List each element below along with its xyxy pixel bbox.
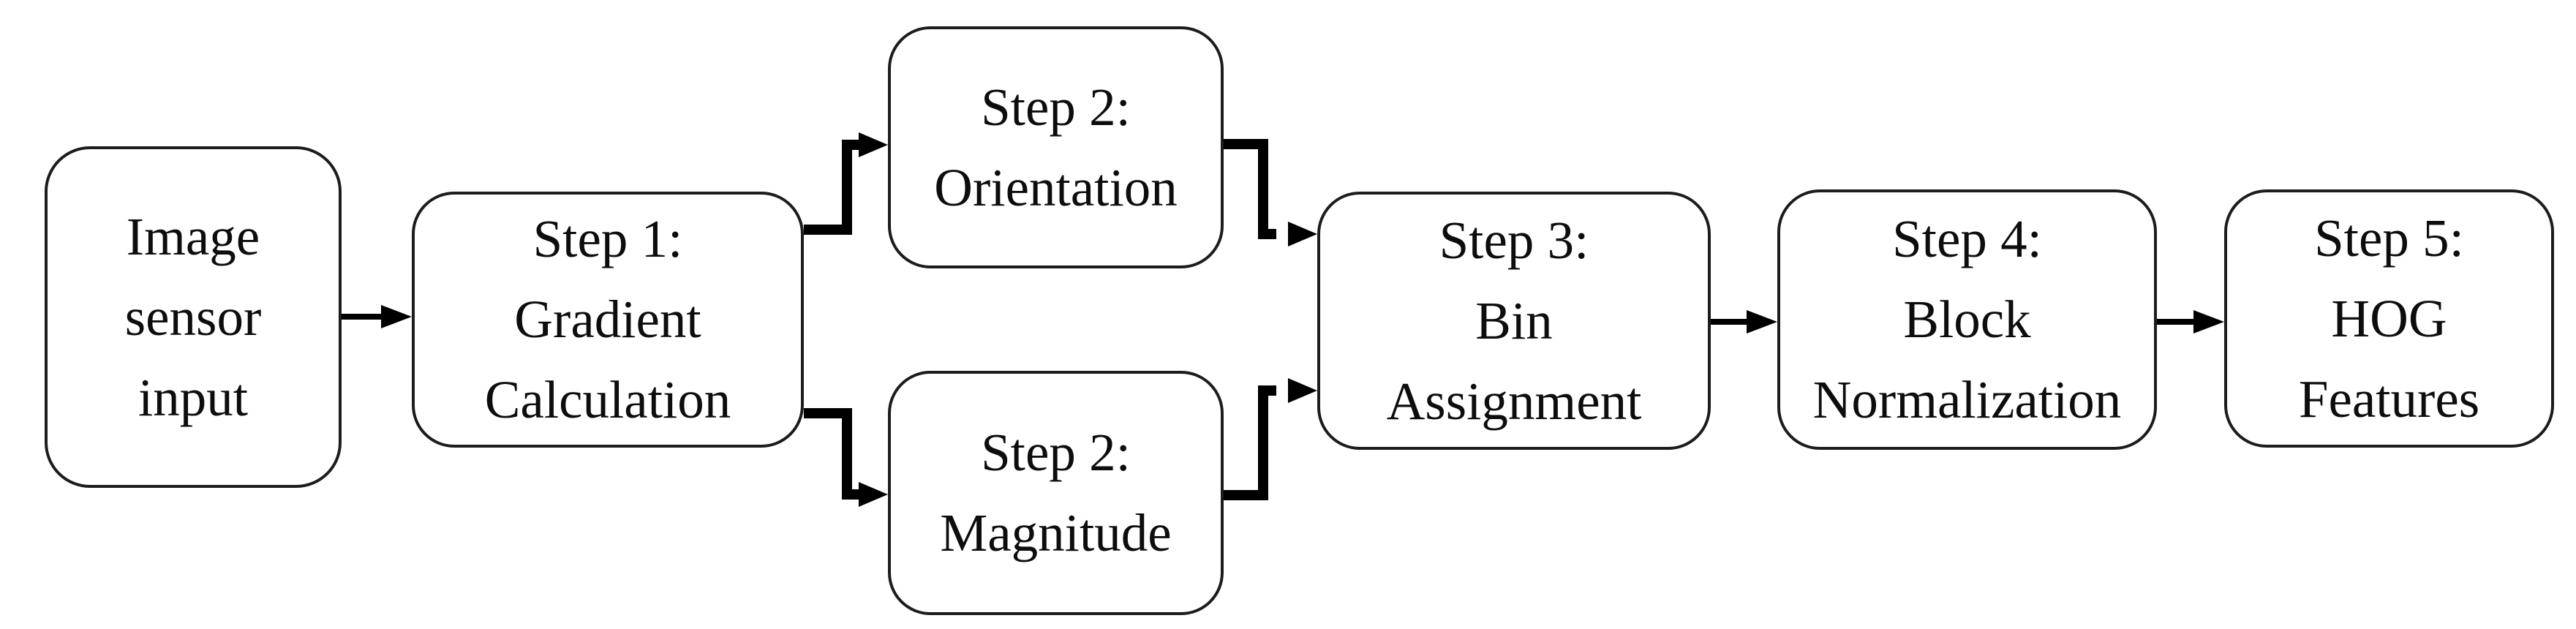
edge-step1-orientation xyxy=(804,132,888,235)
node-line: Orientation xyxy=(934,157,1178,217)
node-line: HOG xyxy=(2331,288,2447,348)
node-line: Step 3: xyxy=(1439,210,1589,270)
node-line: Block xyxy=(1903,290,2031,349)
node-line: Features xyxy=(2298,369,2480,429)
node-line: Step 4: xyxy=(1892,209,2042,268)
edge-orientation-step3 xyxy=(1224,139,1317,246)
edge-step4-step5 xyxy=(2157,310,2224,334)
node-line: Normalization xyxy=(1812,370,2122,429)
edge-step3-step4 xyxy=(1711,310,1777,334)
edge-magnitude-step3 xyxy=(1224,378,1317,500)
node-line: Step 2: xyxy=(981,77,1131,137)
node-line: Magnitude xyxy=(940,503,1172,562)
node-line: Step 1: xyxy=(532,209,683,268)
node-step2-orientation: Step 2: Orientation xyxy=(888,26,1224,268)
node-line: Assignment xyxy=(1386,371,1642,431)
node-step2-magnitude: Step 2: Magnitude xyxy=(888,371,1224,615)
node-image-sensor-input: Image sensor input xyxy=(45,146,342,488)
node-line: Calculation xyxy=(484,370,731,429)
edge-input-step1 xyxy=(342,305,412,328)
node-step5-hog-features: Step 5: HOG Features xyxy=(2224,189,2554,448)
node-line: Step 5: xyxy=(2314,208,2464,268)
edge-step1-magnitude xyxy=(804,408,888,507)
node-line: Gradient xyxy=(514,290,701,349)
node-line: input xyxy=(138,367,249,427)
node-line: Step 2: xyxy=(981,423,1131,482)
node-line: sensor xyxy=(124,287,262,347)
node-step4-block-normalization: Step 4: Block Normalization xyxy=(1777,189,2157,450)
node-line: Image xyxy=(126,206,260,266)
node-step1-gradient-calculation: Step 1: Gradient Calculation xyxy=(412,192,804,448)
node-line: Bin xyxy=(1475,290,1553,350)
node-step3-bin-assignment: Step 3: Bin Assignment xyxy=(1317,192,1711,450)
